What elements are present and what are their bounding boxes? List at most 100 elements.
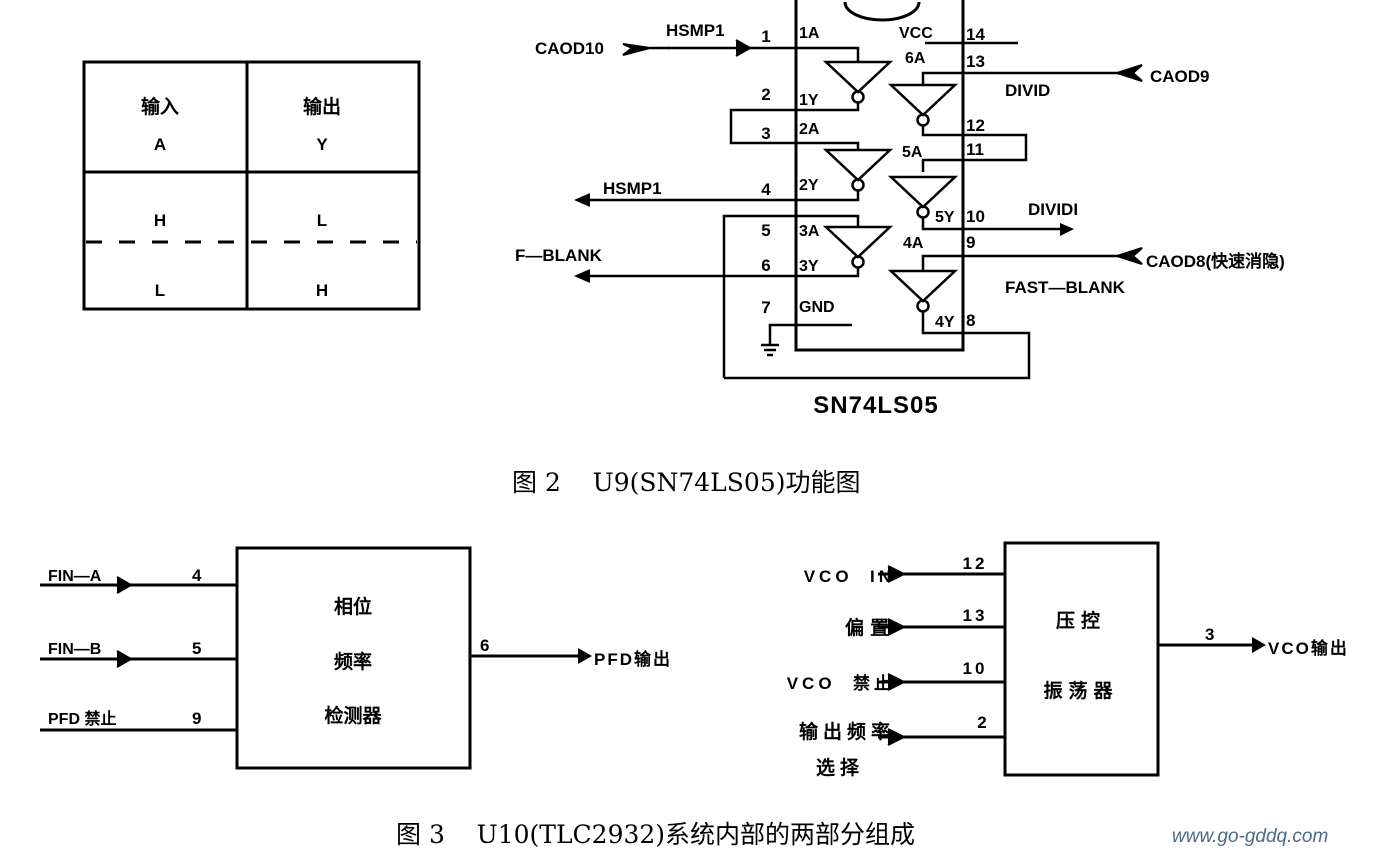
signal-f-blank: F—BLANK xyxy=(515,246,603,265)
pin-number-14: 14 xyxy=(966,25,985,44)
pin-number-3: 3 xyxy=(761,124,770,143)
pin-name-4y: 4Y xyxy=(935,314,955,331)
pin-number-8: 8 xyxy=(966,311,975,330)
truth-table-row1-y: L xyxy=(317,211,327,230)
pfd-input-fin-b: FIN—B xyxy=(48,641,101,658)
pin-name-3y: 3Y xyxy=(799,258,819,275)
pin-number-6: 6 xyxy=(761,256,770,275)
arrow-bias-icon xyxy=(887,618,907,636)
inverter-gate-3 xyxy=(580,214,894,378)
pfd-block-line-1: 相位 xyxy=(334,595,372,618)
pfd-block-diagram: 相位 频率 检测器 FIN—A 4 FIN—B 5 PFD 禁止 9 6 PFD… xyxy=(40,546,672,770)
truth-table-row1-a: H xyxy=(154,211,166,230)
pin-name-gnd: GND xyxy=(799,299,835,316)
arrow-hsmp1-out-icon xyxy=(574,193,590,207)
pfd-pin-4: 4 xyxy=(192,566,202,585)
vco-block-diagram: 压控 振荡器 VCO IN 12 偏置 13 VCO 禁止 10 输出频率 选择… xyxy=(787,541,1349,779)
vco-input-disable: VCO 禁止 xyxy=(787,673,895,693)
vco-pin-10: 10 xyxy=(963,659,988,678)
arrow-dividi-icon xyxy=(1060,223,1074,236)
truth-table-border xyxy=(82,60,421,311)
pin-name-6a: 6A xyxy=(905,50,926,67)
pin-name-2a: 2A xyxy=(799,121,820,138)
watermark: www.go-gddq.com xyxy=(1172,826,1328,847)
pfd-block-line-3: 检测器 xyxy=(324,704,382,727)
pfd-pin-6: 6 xyxy=(480,636,489,655)
signal-caod9: CAOD9 xyxy=(1150,67,1210,86)
pin-name-vcc: VCC xyxy=(899,25,933,42)
inverter-gate-2 xyxy=(580,148,894,202)
chip-notch xyxy=(843,1,921,22)
ground-icon xyxy=(761,323,852,357)
pin-number-11: 11 xyxy=(966,140,984,159)
inverter-gate-1 xyxy=(668,46,894,150)
signal-hsmp1-out: HSMP1 xyxy=(603,179,662,198)
vco-output-label: VCO输出 xyxy=(1268,638,1349,658)
pin-name-2y: 2Y xyxy=(799,177,819,194)
pin-number-9: 9 xyxy=(966,233,975,252)
signal-hsmp1-in: HSMP1 xyxy=(666,21,725,40)
signal-dividi: DIVIDI xyxy=(1028,200,1078,219)
vco-pin-12: 12 xyxy=(963,554,988,573)
vco-pin-2: 2 xyxy=(977,713,986,732)
vco-input-vco-in: VCO IN xyxy=(804,567,895,586)
arrow-fin-a-icon xyxy=(116,576,134,594)
arrow-vco-in-icon xyxy=(887,565,907,583)
signal-fast-blank: FAST—BLANK xyxy=(1005,278,1126,297)
pfd-block-line-2: 频率 xyxy=(334,650,372,673)
pfd-output-label: PFD输出 xyxy=(594,649,672,669)
pin-name-4a: 4A xyxy=(903,235,924,252)
truth-table-row2-a: L xyxy=(155,281,165,300)
inverter-gate-5 xyxy=(887,175,1066,231)
vco-block-line-2: 振荡器 xyxy=(1043,679,1118,702)
pfd-input-fin-a: FIN—A xyxy=(48,568,102,585)
pin-number-1: 1 xyxy=(761,27,770,46)
pin-name-1a: 1A xyxy=(799,25,820,42)
arrow-pfd-out-icon xyxy=(578,648,592,664)
arrow-f-blank-icon xyxy=(574,269,590,283)
vco-pin-13: 13 xyxy=(963,606,988,625)
arrow-vco-disable-icon xyxy=(887,673,907,691)
fig2-schematic: 1 2 3 4 5 6 7 1A 1Y 2A 2Y 3A 3Y GND 14 1… xyxy=(515,0,1285,419)
vco-input-freq-select: 输出频率 xyxy=(799,720,895,743)
chip-name: SN74LS05 xyxy=(813,392,938,419)
pfd-input-disable: PFD 禁止 xyxy=(48,709,116,728)
inverter-gate-6 xyxy=(887,71,1125,172)
vco-block xyxy=(1003,541,1160,777)
truth-table-output-sub: Y xyxy=(316,135,328,154)
pin-number-12: 12 xyxy=(966,116,985,135)
truth-table: 输入 A 输出 Y H L L H xyxy=(82,60,421,311)
truth-table-input-header: 输入 xyxy=(141,95,179,118)
arrow-freq-select-icon xyxy=(887,728,907,746)
arrow-caod9-icon xyxy=(1113,64,1143,82)
inverter-gate-4 xyxy=(724,254,1125,380)
signal-caod8: CAOD8(快速消隐) xyxy=(1146,251,1285,271)
pin-number-10: 10 xyxy=(966,207,985,226)
pfd-pin-5: 5 xyxy=(192,639,201,658)
vco-input-freq-select-line2: 选择 xyxy=(816,757,864,779)
truth-table-input-sub: A xyxy=(154,135,166,154)
fig3-caption: 图 3 U10(TLC2932)系统内部的两部分组成 xyxy=(396,820,915,849)
pin-number-5: 5 xyxy=(761,221,770,240)
signal-caod10: CAOD10 xyxy=(535,39,604,58)
arrow-caod8-icon xyxy=(1113,247,1143,265)
pin-name-5a: 5A xyxy=(902,144,923,161)
pfd-pin-9: 9 xyxy=(192,709,201,728)
pin-number-2: 2 xyxy=(761,85,770,104)
vco-block-line-1: 压控 xyxy=(1056,609,1106,632)
vco-input-bias: 偏置 xyxy=(845,616,895,639)
truth-table-row2-y: H xyxy=(316,281,328,300)
pin-number-13: 13 xyxy=(966,52,985,71)
pin-number-4: 4 xyxy=(761,180,771,199)
pin-name-3a: 3A xyxy=(799,223,820,240)
arrow-caod10-icon xyxy=(622,39,753,57)
fig2-caption: 图 2 U9(SN74LS05)功能图 xyxy=(512,468,860,497)
pin-name-5y: 5Y xyxy=(935,209,955,226)
chip-body xyxy=(794,0,965,352)
arrow-vco-out-icon xyxy=(1252,637,1266,653)
pin-number-7: 7 xyxy=(761,298,770,317)
signal-divid: DIVID xyxy=(1005,81,1050,100)
vco-pin-3: 3 xyxy=(1205,625,1214,644)
truth-table-output-header: 输出 xyxy=(303,95,341,118)
